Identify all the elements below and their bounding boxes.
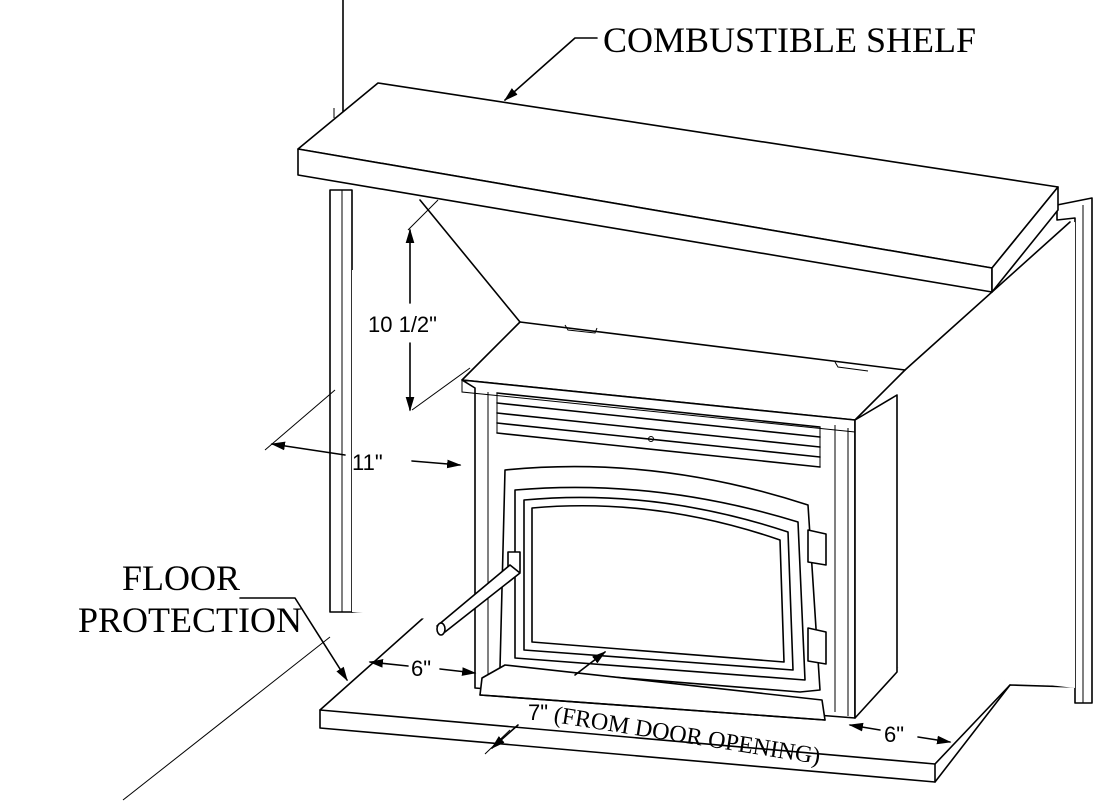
dim-shelf-clearance bbox=[405, 199, 471, 412]
front-sill bbox=[479, 664, 826, 721]
dim-shelf-clearance-text: 10 1/2" bbox=[368, 312, 437, 337]
right-wall-pilaster bbox=[1056, 197, 1093, 704]
dim-side-clearance bbox=[264, 389, 462, 469]
dim-hearth-front-text: 7" bbox=[528, 700, 548, 725]
door-handle-rod bbox=[436, 564, 521, 636]
dim-hearth-left-text: 6" bbox=[411, 656, 431, 681]
combustible-shelf-label: COMBUSTIBLE SHELF bbox=[603, 20, 976, 60]
dim-hearth-right-text: 6" bbox=[884, 722, 904, 747]
louvers bbox=[496, 392, 821, 468]
floor-protection-label-2: PROTECTION bbox=[78, 600, 302, 640]
floor-protection-label-1: FLOOR bbox=[122, 558, 240, 598]
combustible-shelf bbox=[297, 82, 1059, 293]
shelf-leader bbox=[503, 37, 598, 101]
stove-door bbox=[499, 465, 827, 693]
dim-hearth-right bbox=[848, 722, 952, 745]
dim-hearth-front bbox=[484, 651, 607, 755]
floor-protection-leader bbox=[122, 597, 348, 801]
dim-hearth-left bbox=[368, 659, 477, 676]
dim-side-clearance-text: 11" bbox=[352, 450, 383, 475]
